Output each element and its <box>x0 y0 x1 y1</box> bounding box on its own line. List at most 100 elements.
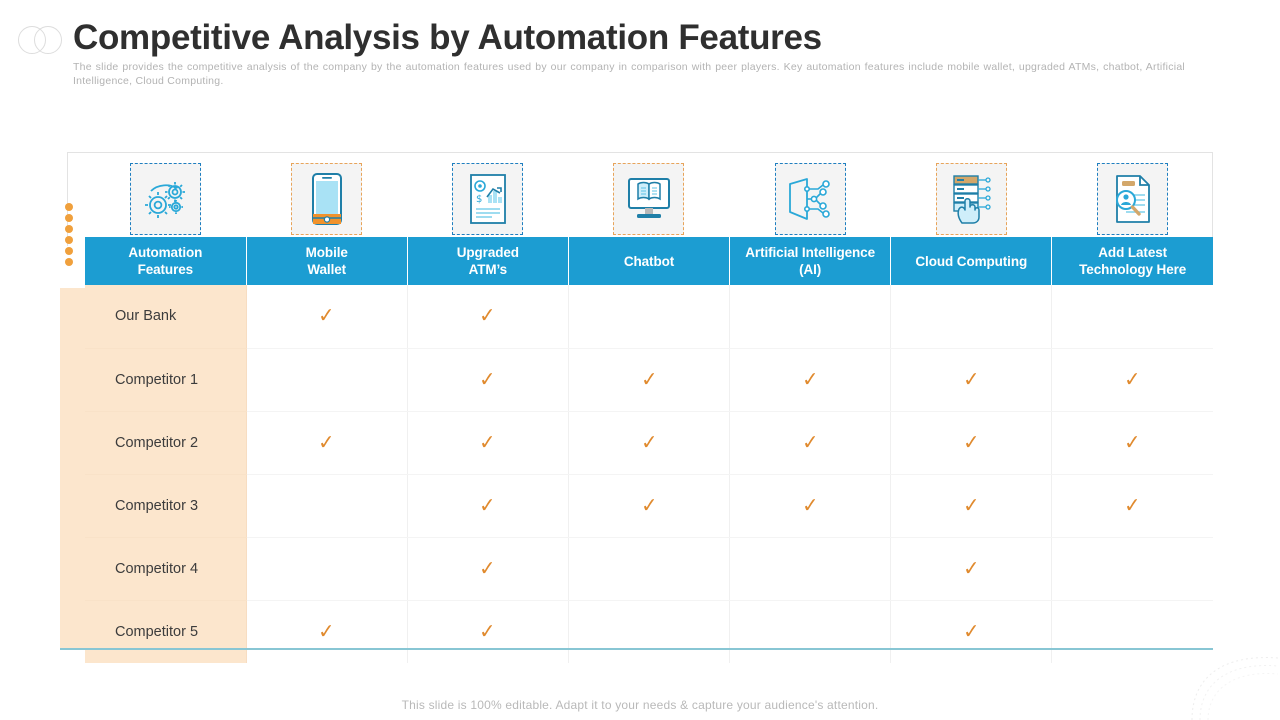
cell-r4-c5[interactable] <box>1051 537 1213 601</box>
column-header-line: Wallet <box>307 262 347 277</box>
cell-r0-c1[interactable]: ✓ <box>407 285 569 349</box>
table-row: Competitor 4 ✓ ✓ <box>85 537 1213 601</box>
check-icon: ✓ <box>801 492 820 517</box>
orange-dot <box>65 225 73 233</box>
decorative-rings <box>18 26 78 54</box>
cell-r5-c4[interactable]: ✓ <box>890 600 1053 663</box>
cell-r5-c5[interactable] <box>1051 600 1213 663</box>
column-header-3[interactable]: Chatbot <box>568 237 731 285</box>
check-icon: ✓ <box>801 366 820 391</box>
cell-r1-c2[interactable]: ✓ <box>568 348 731 412</box>
table-row: Competitor 2✓✓✓✓✓✓ <box>85 411 1213 475</box>
cell-r5-c2[interactable] <box>568 600 731 663</box>
icon-cell-add-latest-technology <box>1052 160 1213 237</box>
cell-r2-c0[interactable]: ✓ <box>246 411 408 475</box>
cell-r2-c2[interactable]: ✓ <box>568 411 731 475</box>
check-icon: ✓ <box>478 492 497 517</box>
footer-note: This slide is 100% editable. Adapt it to… <box>401 698 879 712</box>
orange-dot <box>65 236 73 244</box>
check-icon: ✓ <box>317 429 336 454</box>
cell-r0-c5[interactable] <box>1051 285 1213 349</box>
financial-report-icon: $ <box>452 162 524 235</box>
smartphone-icon <box>291 162 363 235</box>
cell-r0-c4[interactable] <box>890 285 1053 349</box>
cell-r1-c0[interactable] <box>246 348 408 412</box>
page-subtitle: The slide provides the competitive analy… <box>73 61 1185 87</box>
orange-dot <box>65 214 73 222</box>
cell-r2-c3[interactable]: ✓ <box>729 411 892 475</box>
svg-text:$: $ <box>476 194 482 205</box>
cell-r1-c3[interactable]: ✓ <box>729 348 892 412</box>
cell-r1-c5[interactable]: ✓ <box>1051 348 1213 412</box>
column-header-line: Mobile <box>305 245 348 260</box>
column-header-line: Upgraded <box>456 245 519 260</box>
row-label-1[interactable]: Competitor 1 <box>85 348 247 412</box>
cell-r0-c3[interactable] <box>729 285 892 349</box>
check-icon: ✓ <box>639 429 658 454</box>
column-header-4[interactable]: Artificial Intelligence (AI) <box>729 237 892 285</box>
cell-r2-c4[interactable]: ✓ <box>890 411 1053 475</box>
cell-r4-c0[interactable] <box>246 537 408 601</box>
column-header-line: Chatbot <box>623 253 675 269</box>
check-icon: ✓ <box>1123 429 1142 454</box>
check-icon: ✓ <box>478 618 497 644</box>
frame-right-line <box>1212 152 1213 246</box>
column-header-line: Automation <box>128 245 203 260</box>
row-label-5[interactable]: Competitor 5 <box>85 600 247 663</box>
cell-r3-c1[interactable]: ✓ <box>407 474 569 538</box>
check-icon: ✓ <box>478 555 497 580</box>
table-row: Our Bank✓✓ <box>85 285 1213 349</box>
cell-r4-c2[interactable] <box>568 537 731 601</box>
cell-r1-c4[interactable]: ✓ <box>890 348 1053 412</box>
column-header-line: Add Latest <box>1098 245 1168 260</box>
icon-cell-mobile-wallet <box>246 160 407 237</box>
column-header-line: Technology Here <box>1079 262 1187 277</box>
column-header-line: Artificial Intelligence <box>745 245 875 260</box>
page-title: Competitive Analysis by Automation Featu… <box>73 18 822 57</box>
orange-dot <box>65 203 73 211</box>
cell-r5-c3[interactable] <box>729 600 892 663</box>
row-label-4[interactable]: Competitor 4 <box>85 537 247 601</box>
check-icon: ✓ <box>478 366 497 391</box>
cell-r4-c3[interactable] <box>729 537 892 601</box>
ring-circle-icon <box>34 26 62 54</box>
check-icon: ✓ <box>478 302 497 328</box>
cell-r3-c0[interactable] <box>246 474 408 538</box>
orange-dot <box>65 258 73 266</box>
icon-cell-chatbot <box>568 160 729 237</box>
shield-circuit-ai-icon <box>774 162 846 235</box>
feature-icon-strip: $ <box>85 160 1213 237</box>
cell-r5-c0[interactable]: ✓ <box>246 600 408 663</box>
icon-cell-ai <box>730 160 891 237</box>
cell-r2-c5[interactable]: ✓ <box>1051 411 1213 475</box>
cell-r3-c5[interactable]: ✓ <box>1051 474 1213 538</box>
check-icon: ✓ <box>962 492 981 517</box>
cell-r1-c1[interactable]: ✓ <box>407 348 569 412</box>
cell-r5-c1[interactable]: ✓ <box>407 600 569 663</box>
monitor-book-icon <box>613 162 685 235</box>
row-label-2[interactable]: Competitor 2 <box>85 411 247 475</box>
cell-r3-c4[interactable]: ✓ <box>890 474 1053 538</box>
cell-r3-c2[interactable]: ✓ <box>568 474 731 538</box>
cell-r2-c1[interactable]: ✓ <box>407 411 569 475</box>
cell-r3-c3[interactable]: ✓ <box>729 474 892 538</box>
cell-r4-c1[interactable]: ✓ <box>407 537 569 601</box>
cell-r4-c4[interactable]: ✓ <box>890 537 1053 601</box>
row-label-0[interactable]: Our Bank <box>85 285 247 349</box>
table-row: Competitor 3 ✓ ✓ ✓ ✓ ✓ <box>85 474 1213 538</box>
column-header-5[interactable]: Cloud Computing <box>890 237 1053 285</box>
table-bottom-rule <box>60 648 1213 650</box>
frame-left-line <box>67 152 68 246</box>
cell-r0-c0[interactable]: ✓ <box>246 285 408 349</box>
column-header-line: (AI) <box>799 262 822 277</box>
cell-r0-c2[interactable] <box>568 285 731 349</box>
row-label-3[interactable]: Competitor 3 <box>85 474 247 538</box>
hand-server-cloud-icon <box>935 162 1007 235</box>
check-icon: ✓ <box>478 429 497 454</box>
